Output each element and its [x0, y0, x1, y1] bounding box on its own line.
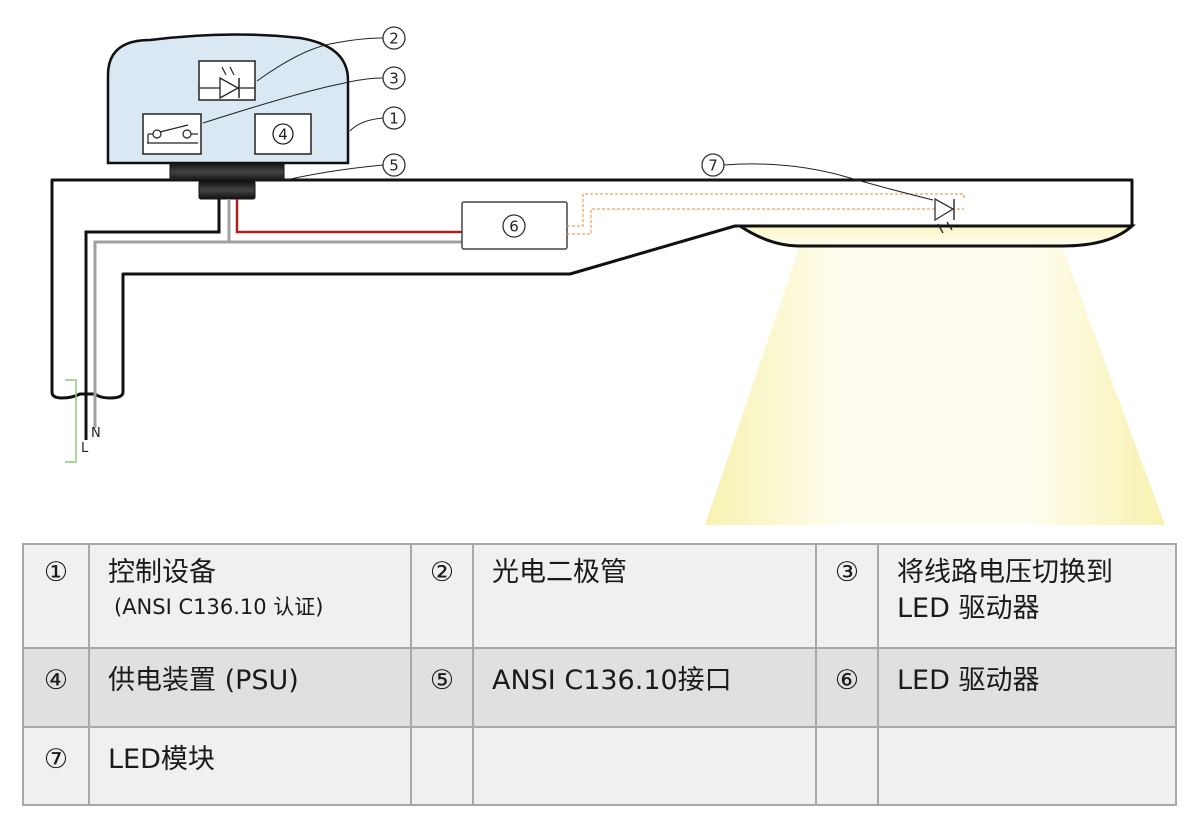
callout-4-label: 4 — [278, 126, 288, 144]
ground-wire — [65, 379, 77, 463]
psu-box: 4 — [254, 113, 312, 155]
led-symbol — [934, 197, 955, 234]
legend-table: ① 控制设备 (ANSI C136.10 认证) ② 光电二极管 ③ 将线路电压… — [22, 543, 1177, 806]
legend-empty-cell — [472, 726, 817, 806]
legend-num: ① — [22, 543, 90, 649]
legend-label-led-module: LED模块 — [88, 726, 412, 806]
legend-num: ③ — [815, 543, 879, 649]
callout-3: 3 — [202, 66, 406, 124]
legend-empty-cell — [410, 726, 474, 806]
live-wire-black — [84, 199, 221, 440]
street-light-diagram: 4 N L 6 1 2 3 — [50, 26, 1165, 525]
legend-label-control-device: 控制设备 (ANSI C136.10 认证) — [88, 543, 412, 649]
callout-1: 1 — [349, 106, 406, 132]
control-device: 4 — [106, 33, 350, 165]
svg-text:5: 5 — [389, 157, 399, 175]
legend-label-photodiode: 光电二极管 — [472, 543, 817, 649]
callout-7: 7 — [701, 153, 934, 201]
neutral-wire — [93, 199, 231, 428]
callout-6-label: 6 — [509, 218, 519, 236]
legend-label-switch: 将线路电压切换到LED 驱动器 — [877, 543, 1177, 649]
photodiode-symbol — [198, 60, 256, 101]
legend-num: ④ — [22, 647, 90, 728]
led-wire-negative — [567, 208, 964, 235]
ansi-connector — [169, 162, 285, 182]
legend-row: ① 控制设备 (ANSI C136.10 认证) ② 光电二极管 ③ 将线路电压… — [22, 543, 1177, 649]
switch-symbol — [142, 113, 202, 155]
legend-label-led-driver: LED 驱动器 — [877, 647, 1177, 728]
legend-row: ⑦ LED模块 — [22, 726, 1177, 806]
callout-2: 2 — [256, 26, 406, 82]
pole-arm-housing — [50, 178, 1134, 400]
legend-num: ⑤ — [410, 647, 474, 728]
legend-label-ansi-interface: ANSI C136.10接口 — [472, 647, 817, 728]
legend-num: ⑥ — [815, 647, 879, 728]
ansi-connector-stem — [198, 180, 256, 200]
legend-sublabel: (ANSI C136.10 认证) — [114, 595, 324, 619]
live-label: L — [81, 441, 89, 456]
svg-text:2: 2 — [389, 30, 399, 48]
luminaire-lens — [735, 224, 1136, 248]
legend-label: 控制设备 — [108, 557, 216, 588]
led-wire-positive — [567, 193, 965, 227]
legend-num: ⑦ — [22, 726, 90, 806]
legend-empty-cell — [877, 726, 1177, 806]
legend-row: ④ 供电装置 (PSU) ⑤ ANSI C136.10接口 ⑥ LED 驱动器 — [22, 647, 1177, 728]
light-beam — [705, 246, 1165, 525]
legend-empty-cell — [815, 726, 879, 806]
neutral-label: N — [91, 426, 101, 441]
svg-text:1: 1 — [389, 110, 399, 128]
legend-label-psu: 供电装置 (PSU) — [88, 647, 412, 728]
legend-num: ② — [410, 543, 474, 649]
switched-live-wire — [235, 199, 463, 234]
led-driver-box: 6 — [461, 201, 568, 250]
svg-text:3: 3 — [389, 70, 399, 88]
callout-5: 5 — [285, 153, 406, 181]
svg-text:7: 7 — [708, 157, 718, 175]
